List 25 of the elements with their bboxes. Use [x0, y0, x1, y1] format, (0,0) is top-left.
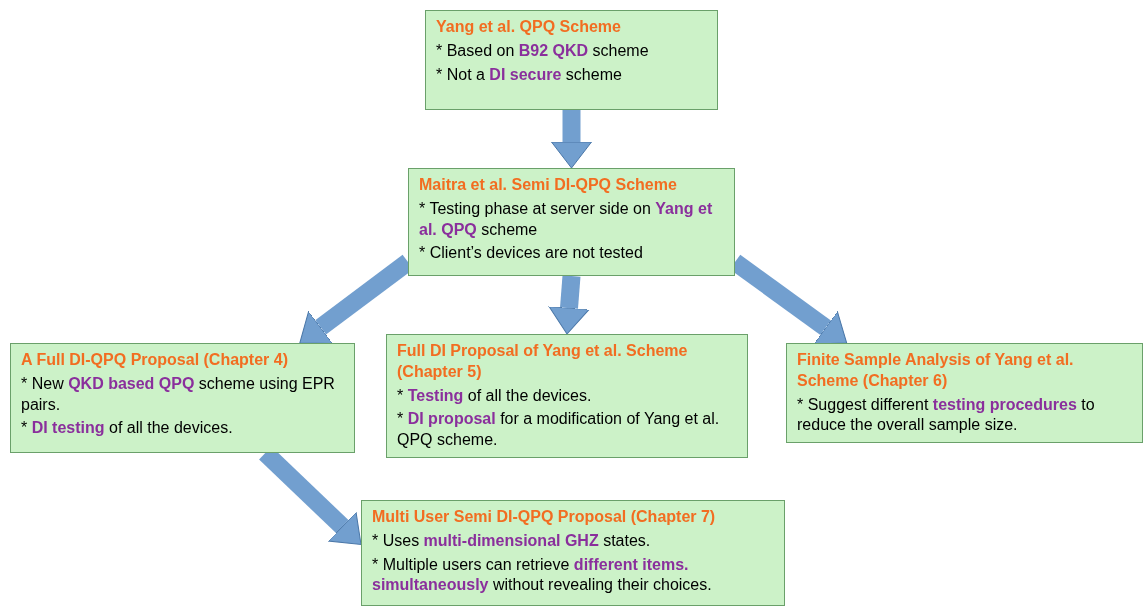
bullet-text: * New QKD based QPQ scheme using EPR pairs. — [21, 373, 336, 415]
text-box — [10, 343, 355, 453]
block-arrow — [548, 275, 590, 335]
box-heading: Finite Sample Analysis of Yang et al. Scheme (Chapter 6) — [797, 350, 1075, 391]
text-box — [425, 10, 718, 110]
box-heading: Multi User Semi DI-QPQ Proposal (Chapter 7) — [372, 507, 717, 527]
text-box — [408, 168, 735, 276]
text-box — [386, 334, 748, 458]
box-heading: Maitra et al. Semi DI-QPQ Scheme — [419, 175, 678, 195]
box-heading: A Full DI-QPQ Proposal (Chapter 4) — [21, 350, 289, 370]
bullet-text: * Not a DI secure scheme — [436, 64, 623, 85]
box-heading: Full DI Proposal of Yang et al. Scheme (Chapter 5) — [397, 341, 689, 382]
block-arrow — [551, 110, 592, 169]
bullet-text: * Testing phase at server side on Yang et al. QPQ scheme — [419, 198, 714, 240]
bullet-text: *DI proposal for a modification of Yang et al. QPQ scheme. — [397, 409, 721, 451]
text-box — [786, 343, 1143, 444]
bullet-text: *Testing of all the devices. — [397, 385, 593, 406]
text-box — [361, 500, 785, 606]
bullet-text: *DI testing of all the devices. — [21, 418, 234, 439]
bullet-text: * Uses multi-dimensional GHZ states. — [372, 530, 652, 551]
bullet-text: * Client’s devices are not tested — [419, 243, 644, 264]
bullet-text: * Multiple users can retrieve different items. simultaneously without revealing their choices. — [372, 554, 713, 596]
bullet-text: * Based on B92 QKD scheme — [436, 40, 650, 61]
bullet-text: * Suggest different testing procedures to reduce the overall sample size. — [797, 394, 1096, 436]
box-heading: Yang et al. QPQ Scheme — [436, 17, 622, 37]
